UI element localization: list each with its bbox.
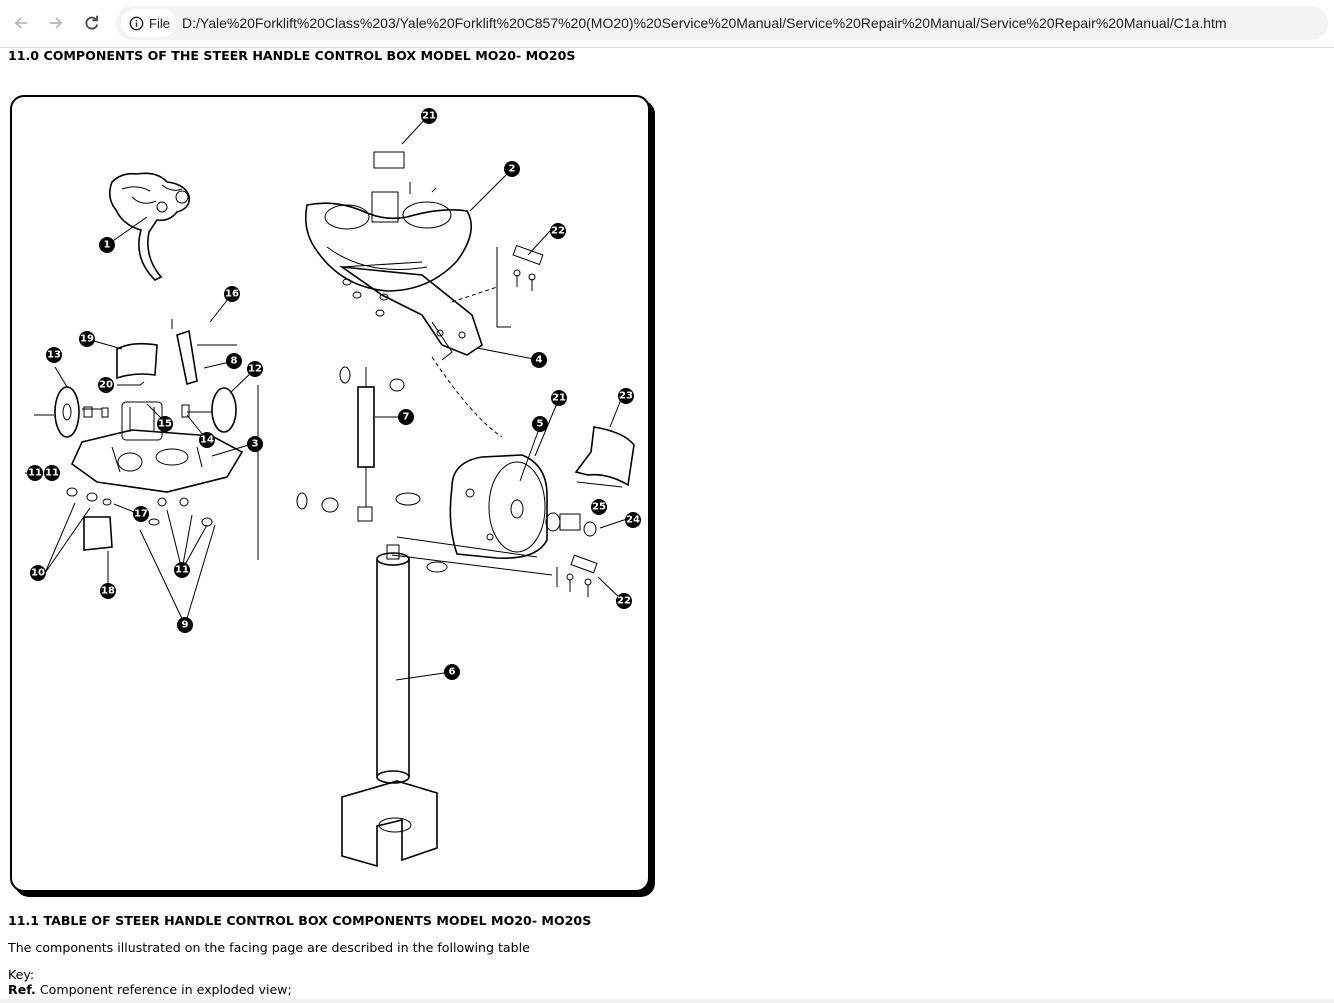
svg-text:6: 6 [449, 667, 456, 678]
horizontal-scrollbar[interactable] [0, 999, 1334, 1003]
svg-text:15: 15 [158, 419, 172, 430]
exploded-view-figure: 1 2 3 4 5 6 7 8 9 10 11 11 11 12 13 14 1… [10, 95, 650, 892]
svg-text:16: 16 [225, 289, 239, 300]
callout-7: 7 [398, 409, 414, 425]
callout-8: 8 [226, 353, 242, 369]
callout-21b: 21 [551, 390, 567, 406]
key-ref-text: Component reference in exploded view; [35, 982, 292, 997]
svg-text:11: 11 [175, 565, 189, 576]
callout-22b: 22 [616, 593, 632, 609]
forward-button[interactable] [41, 8, 71, 38]
svg-text:11: 11 [28, 468, 42, 479]
back-arrow-icon [14, 17, 27, 29]
part-arm [339, 247, 511, 438]
callout-16: 16 [224, 286, 240, 302]
part-gas-spring [296, 366, 421, 522]
svg-text:3: 3 [252, 439, 259, 450]
svg-text:4: 4 [536, 355, 543, 366]
part-screws-upper [342, 244, 544, 317]
url-text[interactable]: D:/Yale%20Forklift%20Class%203/Yale%20Fo… [182, 15, 1227, 31]
svg-text:18: 18 [101, 586, 115, 597]
svg-text:23: 23 [619, 391, 633, 402]
svg-text:2: 2 [509, 164, 516, 175]
svg-text:21: 21 [552, 393, 566, 404]
callout-24: 24 [625, 512, 641, 528]
part-handle-head [304, 151, 473, 292]
back-button[interactable] [6, 8, 36, 38]
key-title: Key: [8, 967, 35, 982]
callout-22a: 22 [550, 223, 566, 239]
callout-23: 23 [618, 388, 634, 404]
key-ref-line: Ref. Component reference in exploded vie… [8, 982, 292, 997]
callout-14: 14 [199, 432, 215, 448]
leader-lines [25, 115, 631, 681]
callout-2: 2 [504, 161, 520, 177]
callout-20: 20 [98, 377, 114, 393]
svg-text:25: 25 [592, 502, 606, 513]
callout-18: 18 [100, 583, 116, 599]
svg-text:5: 5 [537, 419, 544, 430]
info-icon [129, 16, 144, 30]
callout-11a: 11 [27, 465, 43, 481]
svg-text:19: 19 [80, 334, 94, 345]
callout-1: 1 [99, 237, 115, 253]
svg-text:17: 17 [134, 509, 148, 520]
callout-3: 3 [247, 436, 263, 452]
callout-25: 25 [591, 499, 607, 515]
svg-text:11: 11 [45, 468, 59, 479]
intro-text: The components illustrated on the facing… [8, 940, 530, 955]
callout-21a: 21 [421, 108, 437, 124]
svg-text:8: 8 [231, 356, 238, 367]
address-bar[interactable]: File D:/Yale%20Forklift%20Class%203/Yale… [116, 6, 1328, 40]
callout-19: 19 [79, 331, 95, 347]
reload-button[interactable] [77, 8, 107, 38]
callout-9: 9 [177, 617, 193, 633]
callout-17: 17 [133, 506, 149, 522]
svg-text:20: 20 [99, 380, 113, 391]
part-control-assembly [34, 319, 259, 560]
callout-10: 10 [30, 565, 46, 581]
svg-text:14: 14 [200, 435, 214, 446]
svg-text:12: 12 [248, 364, 262, 375]
svg-text:7: 7 [403, 412, 410, 423]
site-info-chip[interactable]: File [121, 9, 176, 37]
svg-text:10: 10 [31, 568, 45, 579]
callout-15: 15 [157, 416, 173, 432]
section-heading-components: 11.0 COMPONENTS OF THE STEER HANDLE CONT… [8, 48, 576, 63]
svg-text:13: 13 [47, 350, 61, 361]
svg-text:22: 22 [617, 596, 631, 607]
callout-12: 12 [247, 361, 263, 377]
chip-label: File [149, 15, 170, 31]
part-steering-column [341, 544, 438, 868]
svg-text:22: 22 [551, 226, 565, 237]
svg-text:9: 9 [182, 620, 189, 631]
callout-13: 13 [46, 347, 62, 363]
svg-text:21: 21 [422, 111, 436, 122]
part-handle-grip [108, 172, 191, 281]
callout-11c: 11 [44, 465, 60, 481]
svg-text:24: 24 [626, 515, 640, 526]
callout-4: 4 [531, 352, 547, 368]
browser-toolbar: File D:/Yale%20Forklift%20Class%203/Yale… [0, 0, 1334, 48]
reload-icon [85, 15, 99, 30]
section-heading-table: 11.1 TABLE OF STEER HANDLE CONTROL BOX C… [8, 913, 592, 928]
part-control-housing [391, 426, 635, 597]
callout-11b: 11 [174, 562, 190, 578]
callout-5: 5 [532, 416, 548, 432]
forward-arrow-icon [50, 17, 63, 29]
callout-6: 6 [444, 664, 460, 680]
key-ref-label: Ref. [8, 982, 36, 997]
svg-text:1: 1 [104, 240, 111, 251]
exploded-view-drawing: 1 2 3 4 5 6 7 8 9 10 11 11 11 12 13 14 1… [25, 108, 641, 868]
